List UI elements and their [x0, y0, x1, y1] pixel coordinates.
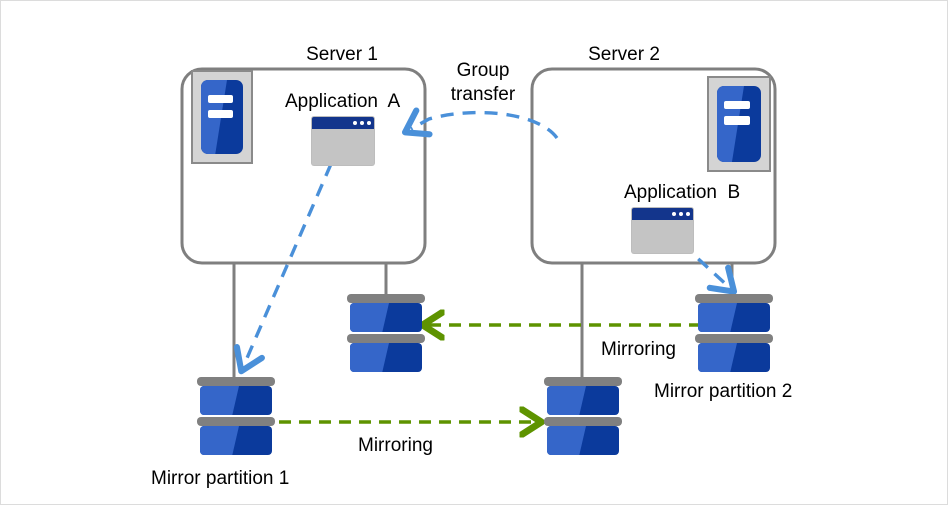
- disk-plate: [347, 334, 425, 343]
- group-transfer-arrow: [401, 107, 559, 140]
- server-rack-body: [717, 85, 761, 163]
- disk-plate: [197, 417, 275, 426]
- disk-stack-icon-mirror-partition-2: [695, 294, 773, 372]
- window-dot-icon: [352, 121, 357, 126]
- disk-body: [350, 343, 422, 372]
- application-b-label: Application B: [624, 182, 741, 203]
- mirroring-upper-label: Mirroring: [601, 339, 676, 360]
- window-dot-icon: [678, 211, 683, 216]
- disk-stack-icon-server1-secondary: [347, 294, 425, 372]
- disk-plate: [544, 417, 622, 426]
- application-window-titlebar: [312, 117, 374, 130]
- app-a-to-mirror-partition-1-arrow: [233, 163, 333, 375]
- disk-body: [698, 303, 770, 332]
- disk-plate: [347, 294, 425, 303]
- application-window-icon: [312, 117, 374, 165]
- mirror-partition-1-label: Mirror partition 1: [151, 468, 290, 489]
- disk-body: [698, 343, 770, 372]
- server-2-title: Server 2: [588, 44, 660, 65]
- disk-plate: [197, 377, 275, 386]
- mirror-partition-2-label: Mirror partition 2: [654, 381, 793, 402]
- disk-stack-icon-mirror-partition-1: [197, 377, 275, 455]
- disk-body: [200, 386, 272, 415]
- server-2-box: [530, 67, 777, 265]
- server-1-title: Server 1: [306, 44, 378, 65]
- window-dot-icon: [671, 211, 676, 216]
- server-rack-slot: [207, 94, 233, 103]
- group-transfer-label-line1: Group: [456, 60, 510, 81]
- server-rack-slot: [207, 109, 233, 118]
- server-rack-slot: [724, 116, 751, 125]
- server-rack-slot: [724, 101, 751, 110]
- application-window-icon: [632, 208, 693, 253]
- application-window-titlebar: [632, 208, 693, 220]
- disk-body: [547, 426, 619, 455]
- server-1-box: [180, 67, 427, 265]
- disk-plate: [695, 294, 773, 303]
- disk-body: [350, 303, 422, 332]
- server-rack-icon: [191, 70, 253, 164]
- disk-body: [547, 386, 619, 415]
- group-transfer-label-line2: transfer: [450, 84, 516, 105]
- window-dot-icon: [359, 121, 364, 126]
- disk-plate: [695, 334, 773, 343]
- window-dot-icon: [685, 211, 690, 216]
- server-rack-body: [201, 79, 243, 155]
- application-a-label: Application A: [285, 91, 401, 112]
- disk-plate: [544, 377, 622, 386]
- mirroring-lower-label: Mirroring: [358, 435, 433, 456]
- disk-stack-icon-server2-secondary: [544, 377, 622, 455]
- window-dot-icon: [366, 121, 371, 126]
- server-rack-icon: [707, 76, 771, 172]
- disk-body: [200, 426, 272, 455]
